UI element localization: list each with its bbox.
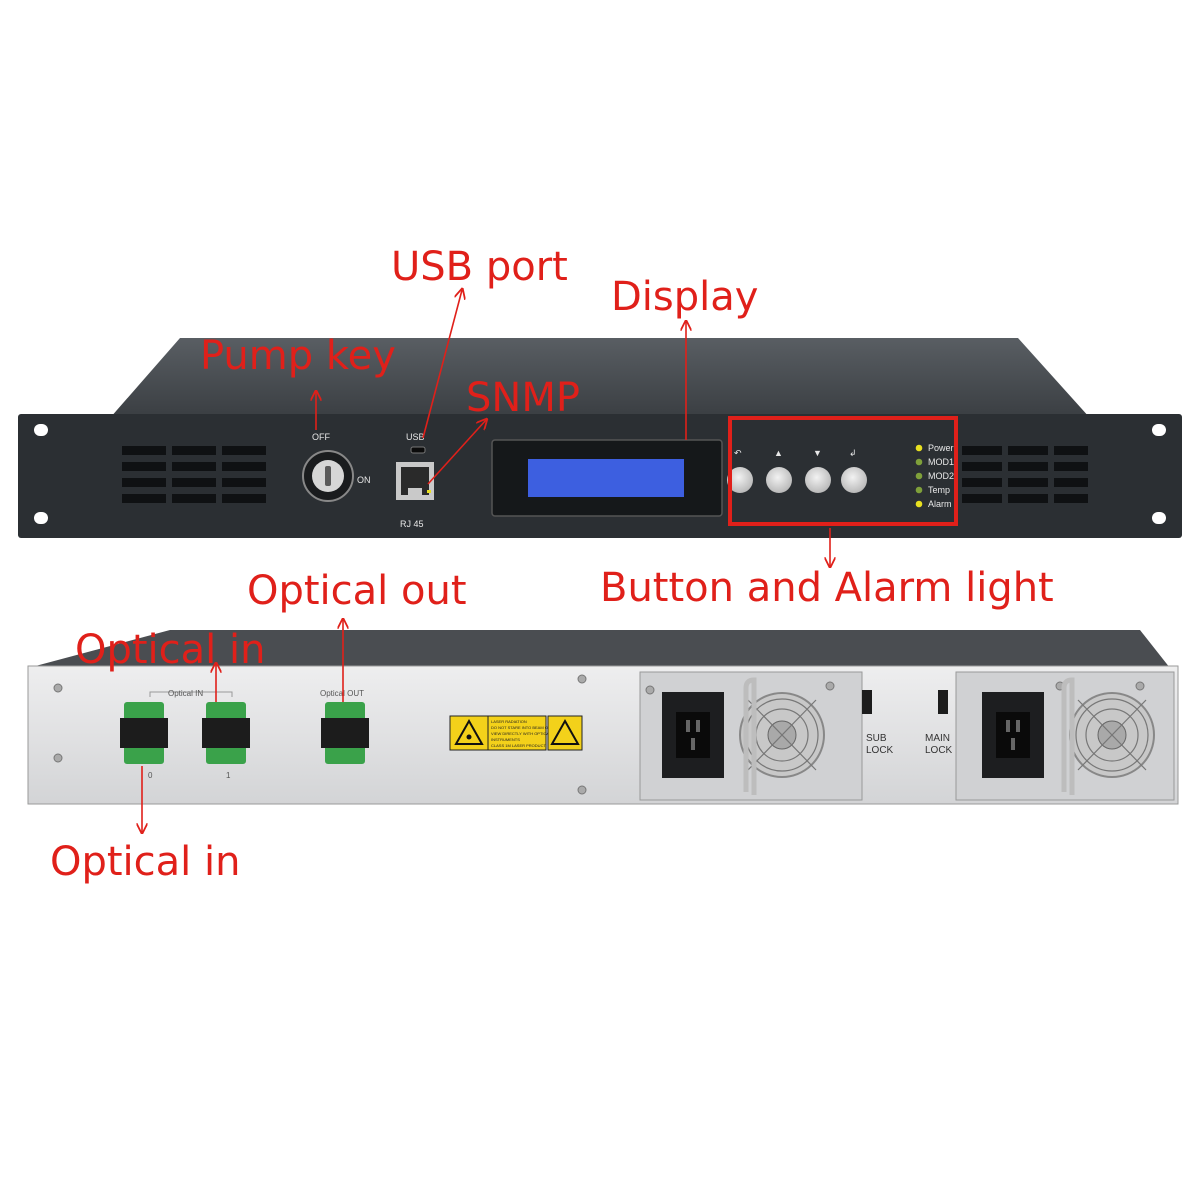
chassis-top-cover [110, 338, 1090, 418]
port-number-0: 0 [148, 771, 153, 780]
power-led [915, 444, 923, 452]
optical-in-top-callout: Optical in [75, 627, 265, 673]
warning-line-4: INSTRUMENTS [491, 737, 520, 742]
screw-icon [825, 681, 835, 691]
screw-icon [577, 785, 587, 795]
alarm-led [915, 500, 923, 508]
screw-icon [53, 683, 63, 693]
esd-hazard-icon [550, 718, 580, 745]
warning-line-5: CLASS 1M LASER PRODUCT [491, 743, 546, 748]
rj45-label: RJ 45 [400, 519, 424, 529]
screw-icon [53, 753, 63, 763]
handle-1[interactable] [743, 677, 757, 795]
snmp-callout: SNMP [466, 375, 580, 421]
pump-key-callout: Pump key [200, 333, 396, 379]
right-vent [962, 446, 1088, 503]
screw-icon [645, 685, 655, 695]
optical-out-port[interactable] [321, 702, 369, 764]
snmp-arrow [427, 420, 486, 485]
optical-in-bracket [149, 691, 233, 697]
handle-2[interactable] [1061, 677, 1075, 795]
button-alarm-highlight-box [728, 416, 958, 526]
warning-line-2: DO NOT STARE INTO BEAM OR [491, 725, 551, 730]
lcd-screen [528, 459, 684, 497]
usb-port[interactable] [410, 446, 426, 454]
ac-socket-icon [996, 712, 1030, 758]
rj45-led-icon [427, 490, 431, 493]
led-label-mod2: MOD2 [928, 471, 954, 481]
rear-unit: Optical IN Optical OUT 0 1 LASER RADIATI… [27, 630, 1179, 805]
mod2-led [915, 472, 923, 480]
optical-in-port-1[interactable] [202, 702, 250, 764]
rj45-latch-icon [408, 488, 422, 495]
status-leds: Power MOD1 MOD2 Temp Alarm [915, 443, 954, 509]
callout-arrows [142, 290, 830, 832]
main-lock-latch[interactable] [938, 690, 948, 714]
optical-out-callout: Optical out [247, 568, 467, 614]
rack-hole [34, 512, 48, 524]
laser-warning-text-sticker [487, 715, 547, 751]
laser-dot-icon [466, 734, 472, 740]
rear-top-cover [28, 630, 1170, 668]
sub-lock-label-line1: SUB [866, 733, 887, 744]
led-label-mod1: MOD1 [928, 457, 954, 467]
led-label-power: Power [928, 443, 954, 453]
up-button[interactable] [766, 467, 792, 493]
mod1-led [915, 458, 923, 466]
warning-line-3: VIEW DIRECTLY WITH OPTICAL [491, 731, 552, 736]
screw-icon [577, 674, 587, 684]
sub-lock-label-line2: LOCK [866, 745, 894, 756]
on-label: ON [357, 475, 371, 485]
main-lock-label-line1: MAIN [925, 733, 950, 744]
sub-lock-latch[interactable] [862, 690, 872, 714]
optical-in-silk-label: Optical IN [168, 689, 203, 698]
ac-socket-icon [676, 712, 710, 758]
usb-arrow [422, 290, 462, 439]
front-unit: OFF ON USB RJ 45 ↶ ▲ ▼ ↲ Power MOD1 [18, 338, 1182, 538]
usb-port-callout: USB port [391, 244, 568, 290]
led-label-alarm: Alarm [928, 499, 952, 509]
rack-hole [34, 424, 48, 436]
left-vent [122, 446, 266, 503]
optical-in-port-0[interactable] [120, 702, 168, 764]
back-button[interactable] [727, 467, 753, 493]
led-label-temp: Temp [928, 485, 950, 495]
up-arrow-icon: ▲ [774, 448, 783, 458]
enter-button[interactable] [841, 467, 867, 493]
rack-hole [1152, 424, 1166, 436]
button-alarm-callout: Button and Alarm light [600, 565, 1054, 611]
main-lock-label-line2: LOCK [925, 745, 953, 756]
optical-in-bottom-callout: Optical in [50, 839, 240, 885]
rack-hole [1152, 512, 1166, 524]
optical-out-silk-label: Optical OUT [320, 689, 364, 698]
off-label: OFF [312, 432, 330, 442]
port-number-1: 1 [226, 771, 231, 780]
back-icon: ↶ [734, 448, 742, 458]
usb-label: USB [406, 432, 425, 442]
laser-hazard-icon [454, 718, 484, 745]
enter-icon: ↲ [849, 448, 857, 458]
temp-led [915, 486, 923, 494]
screw-icon [1135, 681, 1145, 691]
display-callout: Display [611, 274, 758, 320]
warning-line-1: LASER RADIATION [491, 719, 527, 724]
key-slot-icon [325, 466, 331, 486]
down-button[interactable] [805, 467, 831, 493]
down-arrow-icon: ▼ [813, 448, 822, 458]
